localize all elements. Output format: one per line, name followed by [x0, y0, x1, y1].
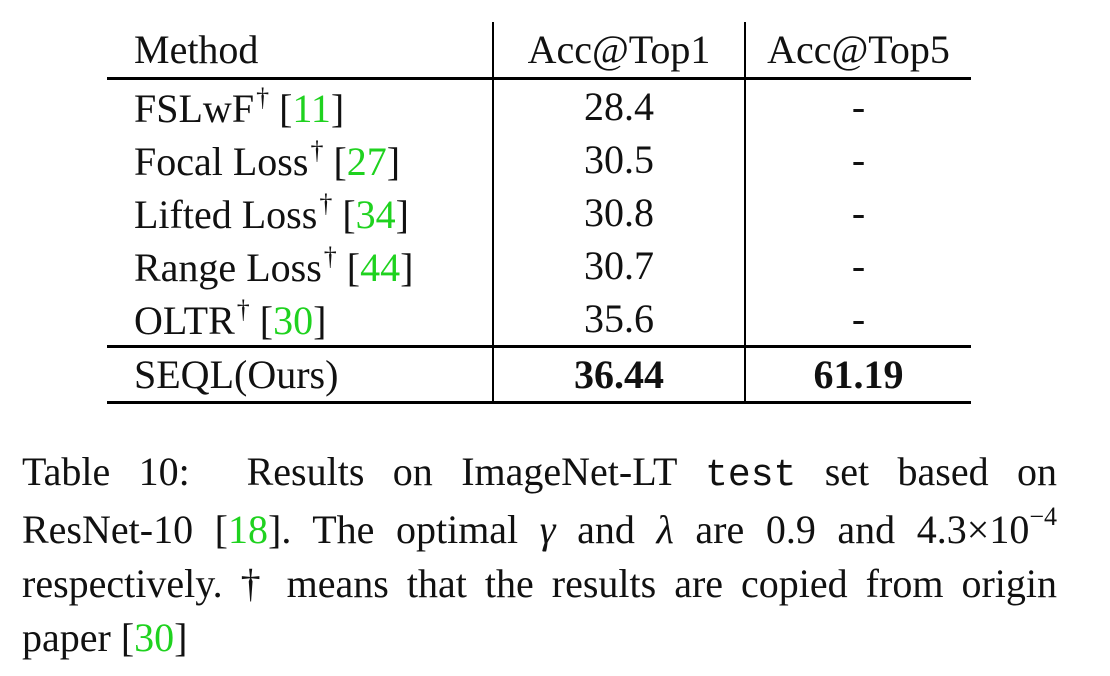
header-acc-top1: Acc@Top1 — [493, 22, 746, 80]
table-row: OLTR† [30] 35.6 - — [107, 292, 971, 347]
lambda-symbol: λ — [656, 507, 674, 552]
method-cell: Focal Loss† [27] — [107, 133, 494, 186]
table-row: Lifted Loss† [34] 30.8 - — [107, 186, 971, 239]
table-row-ours: SEQL(Ours) 36.44 61.19 — [107, 345, 971, 404]
table-row: FSLwF† [11] 28.4 - — [107, 78, 971, 133]
citation-link[interactable]: 27 — [346, 138, 387, 184]
results-table-container: Method Acc@Top1 Acc@Top5 FSLwF† [11] 28.… — [107, 22, 971, 404]
dagger-mark: † — [256, 82, 270, 112]
top5-cell: - — [851, 295, 866, 341]
method-cell: Range Loss† [44] — [107, 239, 494, 292]
caption-text: ResNet-10 [ — [22, 507, 228, 552]
caption-line-4: paper [30] — [22, 611, 1057, 665]
citation-link[interactable]: 30 — [273, 297, 314, 343]
gamma-symbol: γ — [539, 507, 556, 552]
caption-line-1: Table 10: Results on ImageNet-LT test se… — [22, 445, 1057, 503]
caption-text: Results on ImageNet-LT — [246, 449, 677, 494]
caption-text: are 0.9 and — [695, 507, 896, 552]
top5-cell-ours: 61.19 — [745, 345, 971, 404]
method-cell-ours: SEQL(Ours) — [107, 345, 494, 404]
caption-text: ]. The optimal — [268, 507, 519, 552]
header-acc-top5: Acc@Top5 — [745, 22, 971, 80]
caption-text: and — [577, 507, 635, 552]
caption-mono: test — [705, 454, 797, 497]
top1-cell: 28.4 — [493, 78, 746, 133]
results-table: Method Acc@Top1 Acc@Top5 FSLwF† [11] 28.… — [107, 22, 971, 404]
method-cell: Lifted Loss† [34] — [107, 186, 494, 239]
top1-cell: 35.6 — [493, 292, 746, 347]
dagger-mark: † — [236, 294, 250, 324]
caption-label: Table 10: — [22, 449, 190, 494]
method-cell: FSLwF† [11] — [107, 78, 494, 133]
dagger-mark: † — [319, 188, 333, 218]
table-header-row: Method Acc@Top1 Acc@Top5 — [107, 22, 971, 80]
caption-text: paper [ — [22, 615, 135, 660]
dagger-mark: † — [310, 135, 324, 165]
caption-line-3: respectively. † means that the results a… — [22, 561, 1057, 606]
top5-cell: - — [851, 136, 866, 182]
top1-cell: 30.7 — [493, 239, 746, 292]
method-name: Range Loss — [134, 244, 322, 290]
table-row: Focal Loss† [27] 30.5 - — [107, 133, 971, 186]
header-method: Method — [107, 22, 494, 80]
top5-cell: - — [851, 242, 866, 288]
method-name: Lifted Loss — [134, 191, 318, 237]
citation-link[interactable]: 18 — [228, 507, 268, 552]
caption-exponent: −4 — [1029, 502, 1058, 531]
citation-link[interactable]: 30 — [134, 615, 175, 660]
method-name: Focal Loss — [134, 138, 309, 184]
table-row: Range Loss† [44] 30.7 - — [107, 239, 971, 292]
citation-link[interactable]: 34 — [355, 191, 396, 237]
caption-text: ] — [174, 615, 188, 660]
top5-cell: - — [851, 189, 866, 235]
caption-line-2: ResNet-10 [18]. The optimal γ and λ are … — [22, 503, 1057, 557]
method-cell: OLTR† [30] — [107, 292, 494, 347]
caption-text: set based on — [824, 449, 1058, 494]
top1-cell: 30.8 — [493, 186, 746, 239]
citation-link[interactable]: 11 — [292, 85, 331, 131]
table-caption: Table 10: Results on ImageNet-LT test se… — [22, 445, 1057, 665]
top1-cell-ours: 36.44 — [493, 345, 746, 404]
dagger-mark: † — [323, 241, 337, 271]
citation-link[interactable]: 44 — [360, 244, 401, 290]
top1-cell: 30.5 — [493, 133, 746, 186]
method-name: FSLwF — [134, 85, 255, 131]
top5-cell: - — [851, 83, 866, 129]
method-name: OLTR — [134, 297, 235, 343]
caption-number: 4.3×10 — [916, 507, 1030, 552]
